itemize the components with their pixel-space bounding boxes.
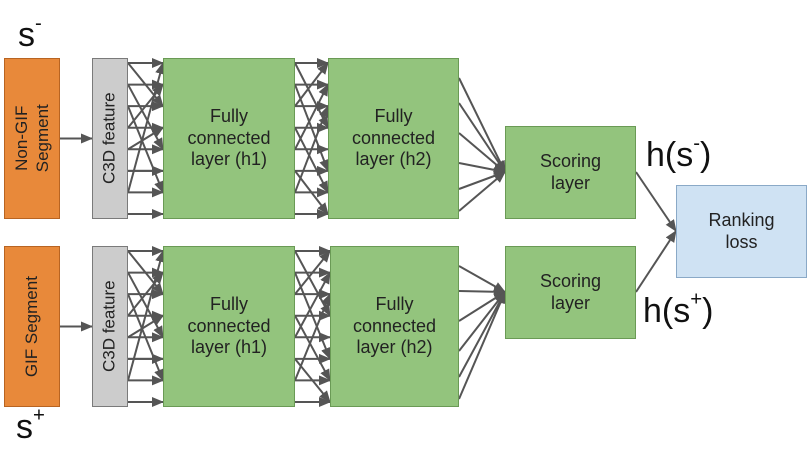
arrow-c3d-to-fc1-top-cross — [127, 83, 164, 129]
s-minus-label: s- — [18, 12, 42, 54]
arrow-c3d-to-fc1-bottom-cross — [127, 272, 164, 339]
arrow-fc2-to-scoring-bottom — [458, 286, 506, 297]
arrow-fc1-to-fc2-top-cross — [294, 105, 329, 193]
arrow-fc2-to-scoring-top — [458, 171, 506, 190]
arrow-fc2-to-scoring-top — [458, 77, 506, 173]
s-plus-label: s+ — [16, 404, 45, 446]
c3d-feature-box-top: C3D feature — [92, 58, 128, 219]
arrow-fc2-to-scoring-bottom — [458, 291, 506, 352]
arrow-fc2-to-scoring-top — [458, 171, 506, 212]
fc-layer-h2-top: Fully connected layer (h2) — [328, 58, 459, 219]
arrow-fc1-to-fc2-top-cross — [294, 62, 329, 107]
h-s-plus-label: h(s+) — [643, 288, 714, 330]
scoring-layer-top: Scoring layer — [505, 126, 636, 219]
c3d-feature-box-bottom: C3D feature — [92, 246, 128, 407]
arrow-fc2-to-scoring-bottom — [458, 291, 506, 400]
arrow-c3d-to-fc1-top-cross — [127, 62, 165, 193]
arrow-fc2-to-scoring-top — [458, 102, 506, 173]
arrow-scoring-to-ranking-top — [635, 171, 677, 232]
fc-layer-h1-top: Fully connected layer (h1) — [163, 58, 295, 219]
arrow-fc1-to-fc2-bottom-cross — [294, 250, 331, 295]
arrow-fc2-to-scoring-bottom — [458, 265, 506, 293]
non-gif-segment-box: Non-GIF Segment — [4, 58, 60, 219]
arrow-c3d-to-fc1-bottom-cross — [127, 314, 164, 339]
arrow-c3d-to-fc1-top-cross — [127, 84, 164, 151]
arrow-fc2-to-scoring-top — [458, 162, 506, 175]
arrow-scoring-to-ranking-bottom — [635, 230, 677, 293]
arrow-c3d-to-fc1-top-cross — [127, 126, 164, 151]
arrow-c3d-to-fc1-bottom-cross — [127, 271, 164, 317]
arrow-c3d-to-fc1-bottom-cross — [127, 250, 165, 381]
ranking-loss-box: Ranking loss — [676, 185, 807, 278]
gif-segment-label: GIF Segment — [22, 275, 42, 378]
arrow-fc2-to-scoring-bottom — [458, 291, 506, 378]
fc-layer-h2-bottom: Fully connected layer (h2) — [330, 246, 459, 407]
arrow-fc1-to-fc2-top-cross — [294, 83, 329, 150]
gif-segment-box: GIF Segment — [4, 246, 60, 407]
arrow-fc1-to-fc2-bottom-cross — [294, 271, 331, 338]
c3d-feature-label-bottom: C3D feature — [99, 280, 119, 373]
h-s-minus-label: h(s-) — [646, 132, 712, 174]
fc-layer-h1-bottom: Fully connected layer (h1) — [163, 246, 295, 407]
scoring-layer-bottom: Scoring layer — [505, 246, 636, 339]
c3d-feature-label-top: C3D feature — [99, 92, 119, 185]
arrow-fc1-to-fc2-bottom-cross — [294, 293, 331, 381]
non-gif-segment-label: Non-GIF Segment — [11, 104, 53, 173]
